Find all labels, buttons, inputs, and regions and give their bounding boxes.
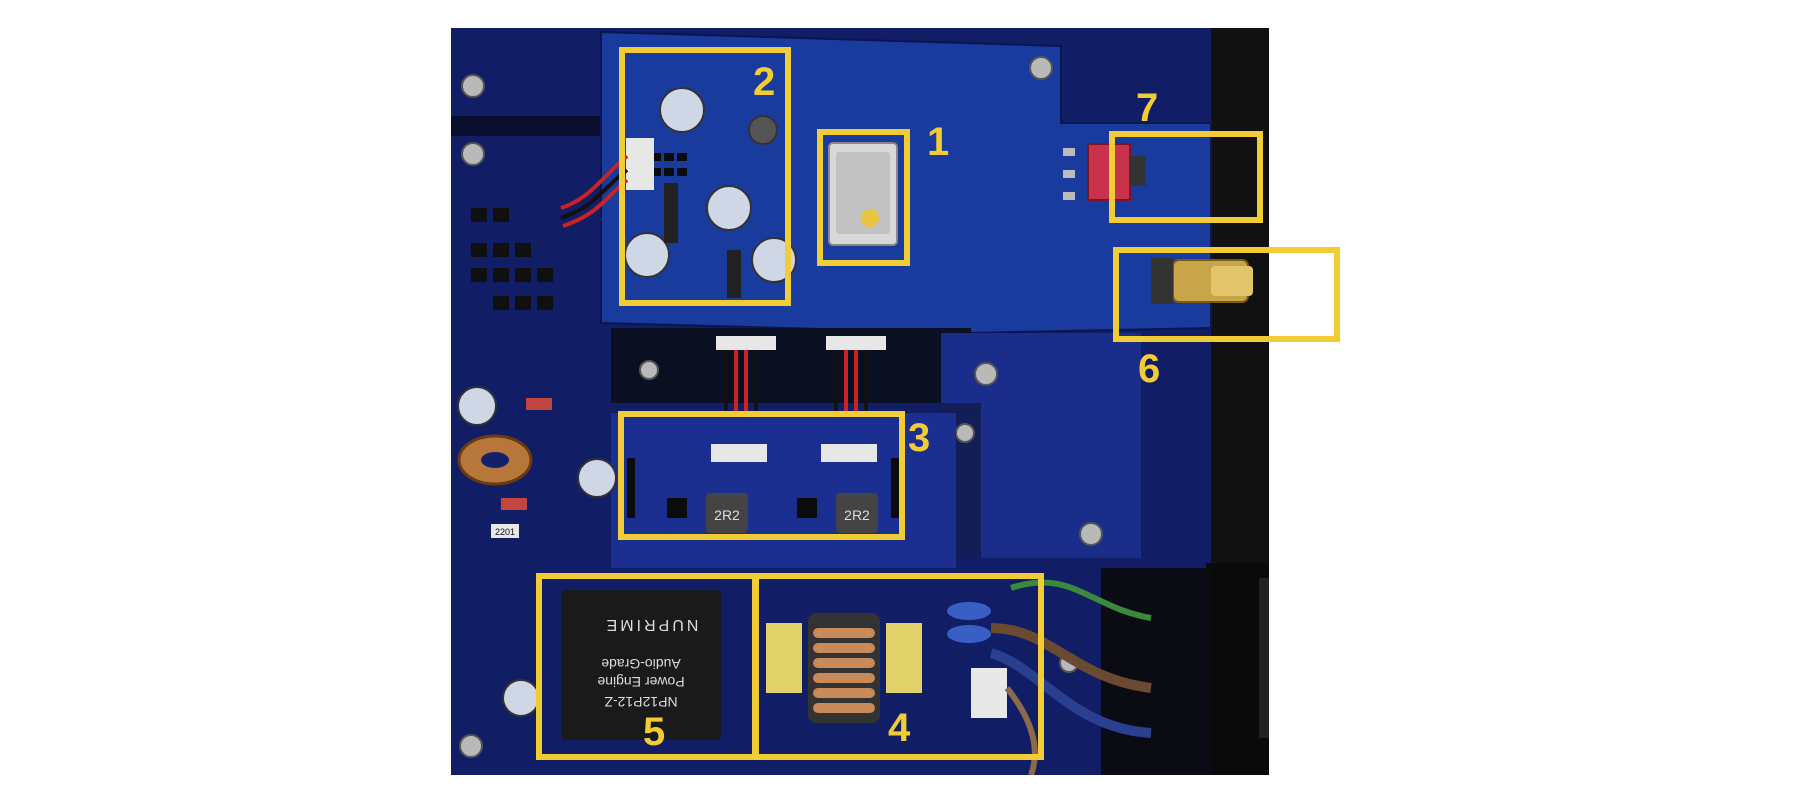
callout-box-3 [618,411,905,540]
brand-logo-text: NUPRIME [604,616,699,633]
pcb-photo: 2R2 2R2 2201 NP12P12-Z Power Engine Audi… [451,28,1269,775]
callout-number-1: 1 [927,120,950,164]
module-model-text: NP12P12-Z [604,694,678,710]
callout-number-6: 6 [1138,347,1161,391]
callout-box-5 [536,573,759,760]
module-engine-text: Power Engine [597,674,684,690]
inductor-label-1: 2R2 [714,507,740,523]
callout-box-1 [817,129,910,266]
callout-box-7 [1109,131,1263,223]
callout-number-3: 3 [908,416,931,460]
callout-number-4: 4 [888,706,911,750]
resistor-label: 2201 [495,527,515,537]
inductor-label-2: 2R2 [844,507,870,523]
callout-number-2: 2 [753,60,776,104]
callout-number-5: 5 [643,710,666,754]
callout-box-2 [619,47,791,306]
module-grade-text: Audio-Grade [601,656,681,672]
callout-box-6 [1113,247,1340,342]
callout-number-7: 7 [1136,86,1159,130]
